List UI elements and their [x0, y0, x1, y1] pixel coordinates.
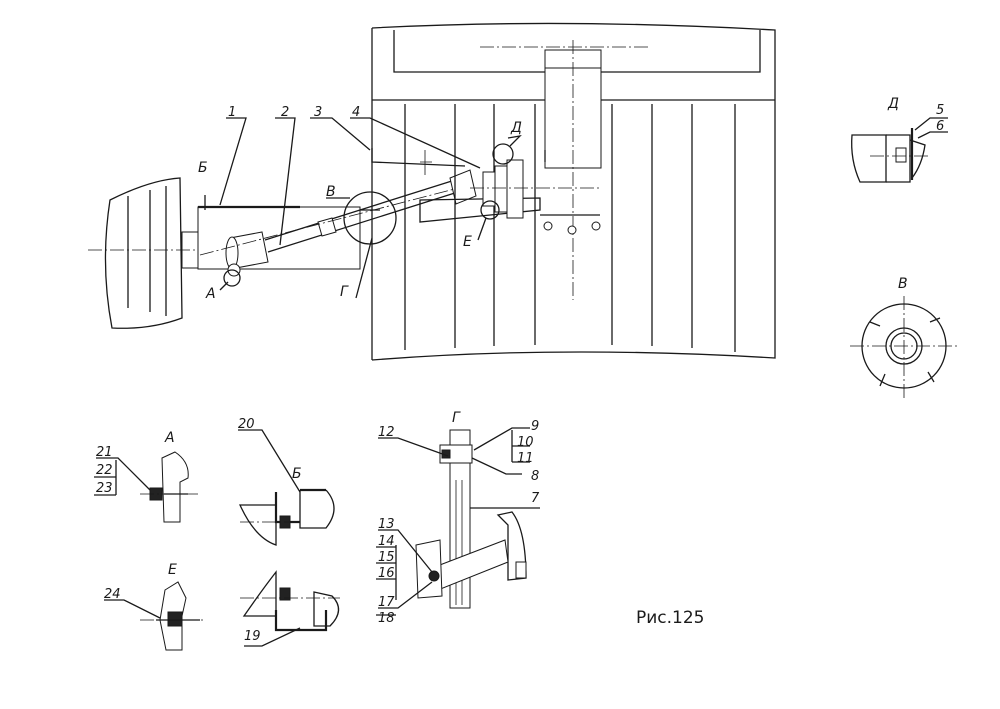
view-d-title: Д — [887, 96, 899, 112]
view-v: В — [850, 276, 958, 400]
callout-3: 3 — [314, 105, 322, 120]
view-b-title: Б — [292, 466, 302, 482]
marker-g: Г — [340, 284, 349, 300]
view-g-part-8: 8 — [531, 469, 539, 484]
view-a-part-23: 23 — [96, 481, 113, 496]
view-g-part-16: 16 — [378, 566, 395, 581]
detail-circle-e — [480, 200, 500, 220]
view-g-part-18: 18 — [378, 611, 395, 626]
wheel-hub — [88, 177, 230, 329]
detail-circle-a — [223, 269, 241, 287]
view-a: А 21 22 23 — [94, 430, 200, 523]
view-e-part-24: 24 — [104, 587, 121, 602]
view-g-title: Г — [452, 410, 461, 426]
view-d-part-6: 6 — [936, 119, 944, 134]
cabin-panel — [371, 22, 776, 361]
view-b2: 19 — [240, 570, 340, 647]
view-v-title: В — [898, 276, 908, 292]
callout-leaders — [204, 117, 522, 299]
view-g-part-13: 13 — [378, 517, 395, 532]
view-d: Д 5 6 — [851, 96, 948, 183]
view-e: Е 24 — [104, 562, 205, 651]
view-g-part-10: 10 — [517, 435, 534, 450]
view-a-title: А — [164, 430, 175, 446]
view-g-part-9: 9 — [531, 419, 539, 434]
shaft-casing — [197, 205, 380, 270]
view-a-part-22: 22 — [96, 463, 113, 478]
view-g: Г 12 9 10 11 8 7 13 14 15 16 17 18 — [376, 410, 540, 626]
callout-4: 4 — [352, 105, 360, 120]
view-e-title: Е — [168, 562, 177, 578]
view-g-part-15: 15 — [378, 550, 395, 565]
view-g-part-12: 12 — [378, 425, 395, 440]
view-g-part-14: 14 — [378, 534, 395, 549]
marker-v: В — [326, 184, 336, 200]
marker-e: Е — [463, 234, 472, 250]
detail-circle-d — [492, 143, 514, 165]
cardan-shaft — [199, 169, 477, 277]
view-d-part-5: 5 — [936, 103, 944, 118]
callout-1: 1 — [228, 105, 236, 120]
callout-2: 2 — [281, 105, 289, 120]
view-g-part-11: 11 — [517, 451, 534, 466]
view-b-part-20: 20 — [238, 417, 255, 432]
view-g-part-7: 7 — [531, 491, 540, 506]
view-a-part-21: 21 — [96, 445, 113, 460]
marker-a: А — [205, 286, 216, 302]
figure-caption: Рис.125 — [636, 608, 705, 628]
marker-b: Б — [198, 160, 208, 176]
view-g-part-17: 17 — [378, 595, 395, 610]
view-b: Б 20 — [238, 417, 335, 546]
marker-d: Д — [510, 120, 522, 136]
view-b2-part-19: 19 — [244, 629, 261, 644]
